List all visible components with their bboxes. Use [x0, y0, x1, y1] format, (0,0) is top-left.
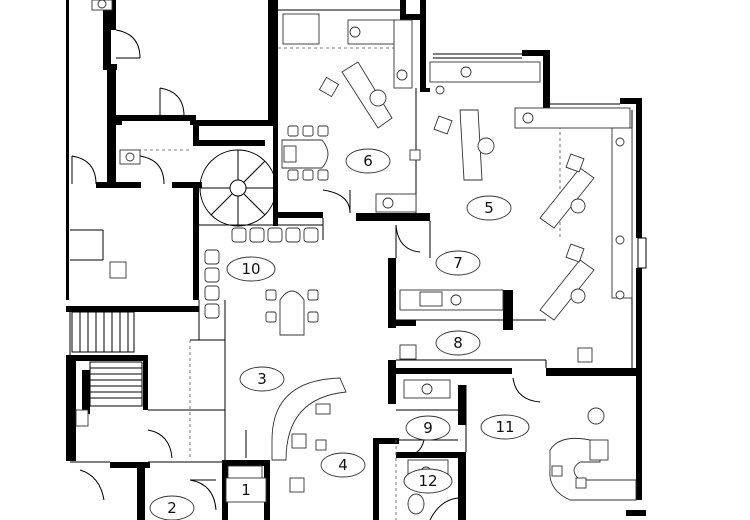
room-label-3: 3 [239, 366, 285, 392]
room-label-11: 11 [480, 414, 530, 440]
room-label-2: 2 [149, 495, 195, 520]
room-number-3: 3 [257, 370, 267, 388]
walls [66, 0, 647, 520]
room-label-9: 9 [405, 415, 451, 441]
dashed-lines [120, 47, 561, 520]
room-label-8: 8 [435, 330, 481, 356]
room-number-6: 6 [363, 152, 373, 170]
stairs-top-left [71, 311, 135, 353]
room-label-5: 5 [466, 195, 512, 221]
room-labels: 1 2 3 4 5 6 7 8 [149, 148, 530, 520]
room-number-1: 1 [241, 481, 251, 499]
room-number-9: 9 [423, 419, 433, 437]
room-label-4: 4 [320, 452, 366, 478]
room-number-8: 8 [453, 334, 463, 352]
room-number-10: 10 [241, 260, 260, 278]
room-label-7: 7 [435, 250, 481, 276]
room-number-7: 7 [453, 254, 463, 272]
spiral-staircase [199, 149, 277, 227]
room-label-10: 10 [226, 256, 276, 282]
room-number-2: 2 [167, 499, 177, 517]
room-number-12: 12 [418, 472, 437, 490]
room-number-4: 4 [338, 456, 348, 474]
room-label-6: 6 [345, 148, 391, 174]
furniture [75, 0, 637, 515]
room-label-1: 1 [225, 477, 267, 503]
stairs-mid-left [89, 361, 143, 407]
room-number-5: 5 [484, 199, 494, 217]
room-label-12: 12 [403, 468, 453, 494]
doors [71, 29, 541, 520]
room-number-11: 11 [495, 418, 514, 436]
